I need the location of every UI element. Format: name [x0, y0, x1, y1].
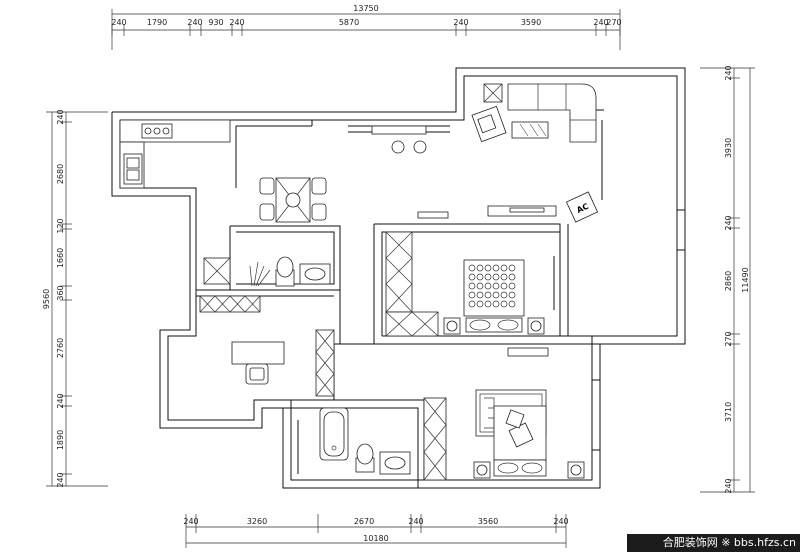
lamp [446, 320, 458, 332]
dim-left-0: 240 [56, 109, 65, 124]
dining-chair [259, 203, 275, 221]
dim-left-8: 240 [56, 472, 65, 487]
bedroom-2 [473, 389, 585, 479]
living-room: AC [471, 83, 599, 223]
dining-chair [311, 177, 327, 195]
sink-basin [126, 169, 140, 181]
dim-left-3: 1660 [56, 248, 65, 268]
bathroom-1 [203, 256, 331, 287]
dim-bottom-3: 240 [408, 517, 423, 526]
plant [249, 261, 271, 287]
dim-right-4: 270 [724, 331, 733, 346]
dim-left-1: 2680 [56, 164, 65, 184]
kitchen [119, 119, 231, 189]
dim-top-9: 270 [606, 18, 621, 27]
dim-left-7: 1890 [56, 430, 65, 450]
toilet-bowl [276, 256, 294, 278]
dim-bottom-1: 3260 [247, 517, 267, 526]
bed-2-pillows [493, 459, 547, 477]
study [231, 341, 285, 385]
walls [111, 67, 686, 489]
bathroom-2 [319, 407, 411, 475]
dim-top-7: 3590 [521, 18, 541, 27]
bedroom-1 [417, 211, 549, 357]
desk [231, 341, 285, 365]
dim-bottom-4: 3560 [478, 517, 498, 526]
coffee-table [511, 121, 549, 139]
dim-right-total: 11490 [741, 267, 750, 292]
tv [509, 207, 545, 213]
dim-bottom-total: 10180 [363, 534, 388, 543]
stove-burner [162, 127, 170, 135]
sofa [507, 83, 597, 143]
wall-shelf [417, 211, 449, 219]
dim-left-4: 360 [56, 285, 65, 300]
dim-left-total: 9560 [42, 289, 51, 309]
dim-left-6: 240 [56, 393, 65, 408]
site-watermark: 合肥装饰网 ※ bbs.hfzs.cn [627, 534, 800, 552]
dim-right-1: 3930 [724, 138, 733, 158]
ac-unit [565, 191, 599, 223]
toilet-bowl [356, 443, 374, 465]
dim-left-5: 2760 [56, 338, 65, 358]
kitchen-counter-top [119, 119, 231, 143]
top-dimension-chain: 13750 240 1790 240 930 240 5870 240 3590… [111, 4, 622, 50]
bar-counter [371, 125, 427, 135]
bottom-dimension-chain: 240 3260 2670 240 3560 240 10180 [183, 514, 569, 548]
dim-top-3: 930 [208, 18, 223, 27]
wardrobes [199, 231, 447, 481]
dim-top-8: 240 [593, 18, 608, 27]
dining-chair [311, 203, 327, 221]
stove-burner [153, 127, 161, 135]
dim-bottom-2: 2670 [354, 517, 374, 526]
dim-right-0: 240 [724, 65, 733, 80]
dim-left-2: 120 [56, 218, 65, 233]
dim-top-4: 240 [229, 18, 244, 27]
dim-right-3: 2860 [724, 271, 733, 291]
dim-right-2: 240 [724, 215, 733, 230]
dim-right-6: 240 [724, 478, 733, 493]
dining-chair [259, 177, 275, 195]
sink-basin [126, 157, 140, 169]
dresser [507, 347, 549, 357]
bar-stool [413, 140, 427, 154]
right-dimension-chain: 240 3930 240 2860 270 3710 240 11490 [700, 65, 755, 494]
dim-top-1: 1790 [147, 18, 167, 27]
dining-area [259, 125, 427, 223]
stove-burner [144, 127, 152, 135]
dining-centerpiece [285, 192, 301, 208]
dim-top-0: 240 [111, 18, 126, 27]
dim-right-5: 3710 [724, 402, 733, 422]
sink [384, 456, 406, 470]
lamp [530, 320, 542, 332]
dim-top-5: 5870 [339, 18, 359, 27]
bar-stool [391, 140, 405, 154]
dim-top-6: 240 [453, 18, 468, 27]
dim-bottom-0: 240 [183, 517, 198, 526]
dim-bottom-5: 240 [553, 517, 568, 526]
sink [304, 267, 326, 281]
dim-top-total: 13750 [353, 4, 378, 13]
left-dimension-chain: 9560 240 2680 120 1660 360 2760 240 1890… [42, 109, 108, 488]
dim-top-2: 240 [187, 18, 202, 27]
pillows [465, 317, 523, 333]
